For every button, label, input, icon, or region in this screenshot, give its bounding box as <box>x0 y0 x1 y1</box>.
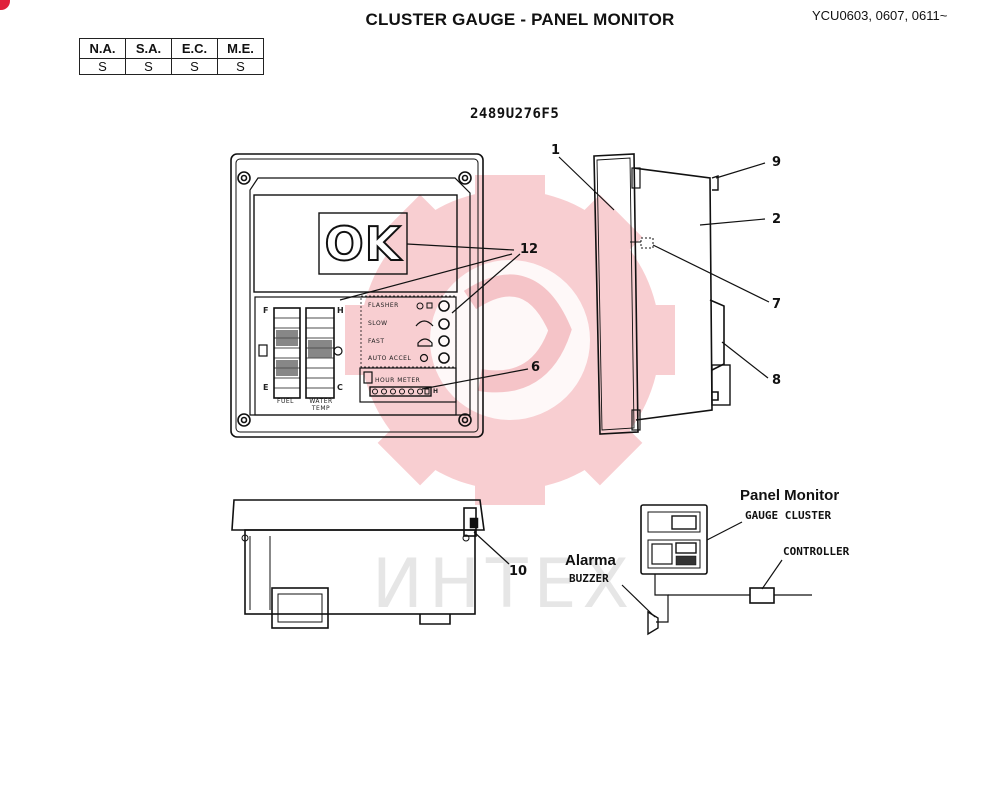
temp-hot-mark: H <box>337 306 345 315</box>
drawing-number: 2489U276F5 <box>470 106 560 122</box>
lamp-label-flasher: FLASHER <box>368 302 399 309</box>
ok-display: OK <box>324 216 402 272</box>
wiring-schematic <box>621 504 812 636</box>
controller-label: CONTROLLER <box>783 545 850 558</box>
callout-6: 6 <box>531 360 541 375</box>
temp-gauge-label: WATER TEMP <box>309 398 333 412</box>
callout-1: 1 <box>551 143 561 158</box>
front-panel-drawing <box>230 153 484 438</box>
spec-header-sa: S.A. <box>125 38 172 59</box>
callout-12: 12 <box>520 242 539 257</box>
fuel-empty-mark: E <box>263 383 269 392</box>
lamp-label-auto-accel: AUTO ACCEL <box>368 355 412 362</box>
spec-table: N.A. S.A. E.C. M.E. S S S S <box>79 38 264 75</box>
serial-range: YCU0603, 0607, 0611~ <box>812 8 948 23</box>
callout-8: 8 <box>772 373 782 388</box>
spec-value-me: S <box>217 58 264 75</box>
temp-cold-mark: C <box>337 383 344 392</box>
hour-meter-label: HOUR METER <box>375 377 421 384</box>
panel-monitor-label: Panel Monitor <box>740 487 840 504</box>
alarma-label: Alarma <box>565 552 616 569</box>
watermark-text: ИHTEX <box>372 545 636 624</box>
lamp-label-slow: SLOW <box>368 320 388 327</box>
page-title: CLUSTER GAUGE - PANEL MONITOR <box>365 10 675 29</box>
fuel-full-mark: F <box>263 306 269 315</box>
callout-2: 2 <box>772 212 782 227</box>
callout-7: 7 <box>772 297 782 312</box>
callout-9: 9 <box>772 155 782 170</box>
gauge-cluster-label: GAUGE CLUSTER <box>745 509 832 522</box>
bottom-view-drawing <box>231 499 485 629</box>
spec-header-me: M.E. <box>217 38 264 59</box>
fuel-gauge-label: FUEL <box>277 398 294 405</box>
callout-10: 10 <box>509 564 528 579</box>
hour-meter-suffix: H <box>433 388 439 395</box>
buzzer-label: BUZZER <box>569 572 609 585</box>
corner-badge-icon <box>0 0 10 10</box>
spec-table-value-row: S S S S <box>79 58 264 75</box>
lamp-label-fast: FAST <box>368 338 385 345</box>
side-view-drawing <box>593 153 731 435</box>
callout-leaders <box>339 156 770 565</box>
